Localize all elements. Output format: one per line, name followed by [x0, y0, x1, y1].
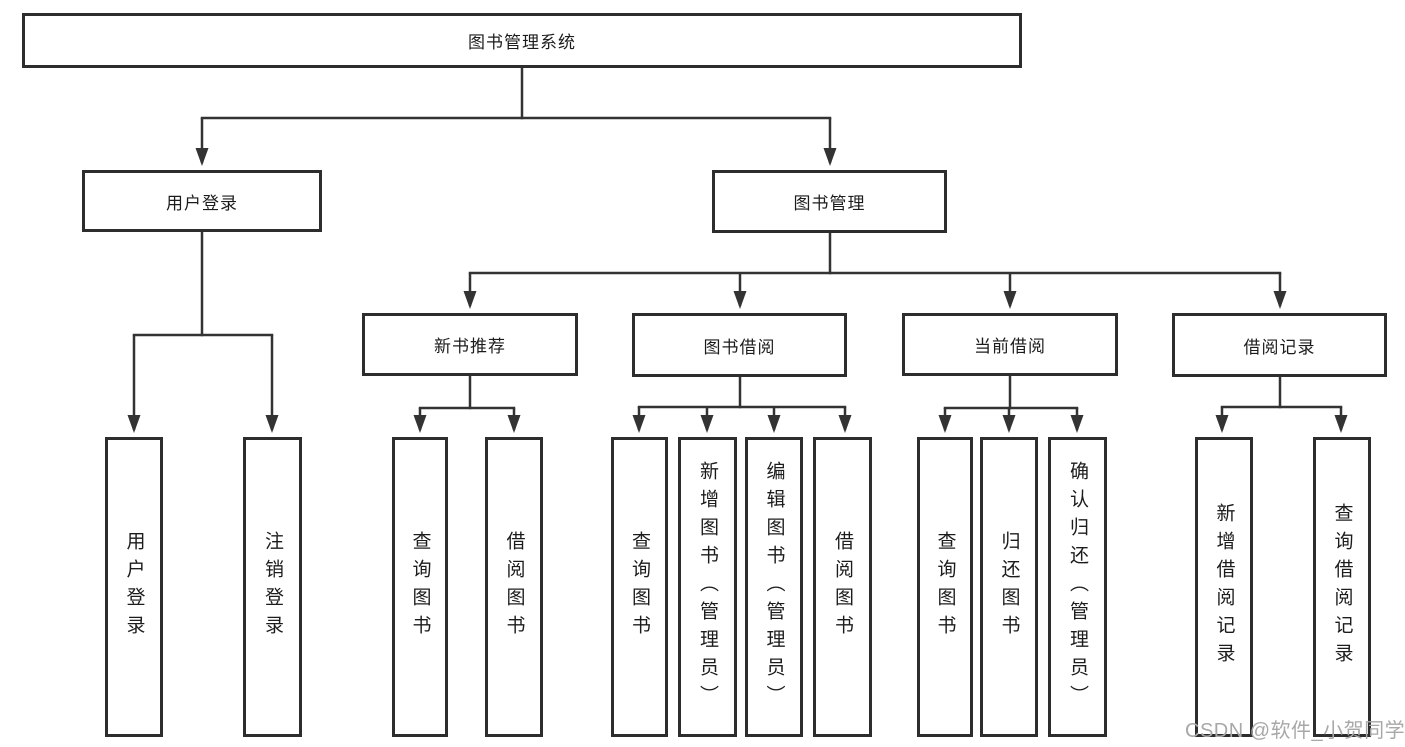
connector-root [195, 66, 837, 166]
node-leaf-nb-borrow: 借阅图书 [485, 437, 543, 737]
node-leaf-br-query: 查询借阅记录 [1313, 437, 1371, 737]
csdn-watermark: CSDN @软件_小贺同学 [1185, 720, 1405, 742]
node-leaf-nb-borrow-label: 借阅图书 [503, 531, 525, 643]
connector-borrow-records [1215, 375, 1348, 433]
node-user-login: 用户登录 [82, 170, 322, 232]
connector-book-mgmt [463, 231, 1287, 309]
node-current-borrow: 当前借阅 [902, 313, 1118, 376]
node-leaf-logout: 注销登录 [243, 437, 302, 737]
node-leaf-cb-return: 归还图书 [980, 437, 1038, 737]
node-leaf-nb-query: 查询图书 [392, 437, 448, 737]
node-root-label: 图书管理系统 [468, 33, 576, 52]
node-book-borrow-label: 图书借阅 [703, 337, 776, 357]
node-leaf-cb-confirm-label: 确认归还（管理员） [1067, 461, 1088, 713]
node-leaf-bb-add: 新增图书（管理员） [678, 437, 737, 737]
node-leaf-cb-query-label: 查询图书 [934, 531, 956, 643]
node-borrow-records-label: 借阅记录 [1243, 337, 1316, 357]
node-leaf-user-login: 用户登录 [105, 437, 163, 737]
connector-new-book-rec [413, 374, 521, 433]
node-current-borrow-label: 当前借阅 [974, 337, 1046, 356]
node-user-login-label: 用户登录 [166, 193, 238, 213]
node-book-mgmt-label: 图书管理 [793, 194, 866, 213]
node-leaf-user-login-label: 用户登录 [123, 531, 145, 643]
node-leaf-logout-label: 注销登录 [262, 531, 283, 643]
node-leaf-cb-return-label: 归还图书 [998, 531, 1020, 643]
node-leaf-br-add-label: 新增借阅记录 [1213, 503, 1235, 671]
node-leaf-br-query-label: 查询借阅记录 [1331, 503, 1353, 671]
node-leaf-bb-edit: 编辑图书（管理员） [745, 437, 803, 737]
node-book-borrow: 图书借阅 [632, 313, 847, 377]
node-book-mgmt: 图书管理 [712, 170, 947, 233]
node-leaf-br-add: 新增借阅记录 [1195, 437, 1253, 737]
connector-book-borrow [632, 375, 852, 433]
node-leaf-bb-borrow-label: 借阅图书 [832, 531, 853, 643]
node-new-book-rec: 新书推荐 [362, 313, 578, 376]
node-root: 图书管理系统 [22, 13, 1022, 68]
node-leaf-bb-edit-label: 编辑图书（管理员） [763, 461, 785, 713]
node-leaf-bb-add-label: 新增图书（管理员） [697, 461, 718, 713]
node-new-book-rec-label: 新书推荐 [434, 337, 506, 356]
connector-user-login [127, 230, 279, 433]
node-leaf-bb-query-label: 查询图书 [629, 531, 650, 643]
node-leaf-cb-query: 查询图书 [917, 437, 973, 737]
connector-current-borrow [938, 374, 1084, 433]
node-leaf-cb-confirm: 确认归还（管理员） [1048, 437, 1107, 737]
node-leaf-nb-query-label: 查询图书 [409, 531, 431, 643]
node-leaf-bb-query: 查询图书 [611, 437, 668, 737]
node-borrow-records: 借阅记录 [1172, 313, 1387, 377]
node-leaf-bb-borrow: 借阅图书 [813, 437, 872, 737]
